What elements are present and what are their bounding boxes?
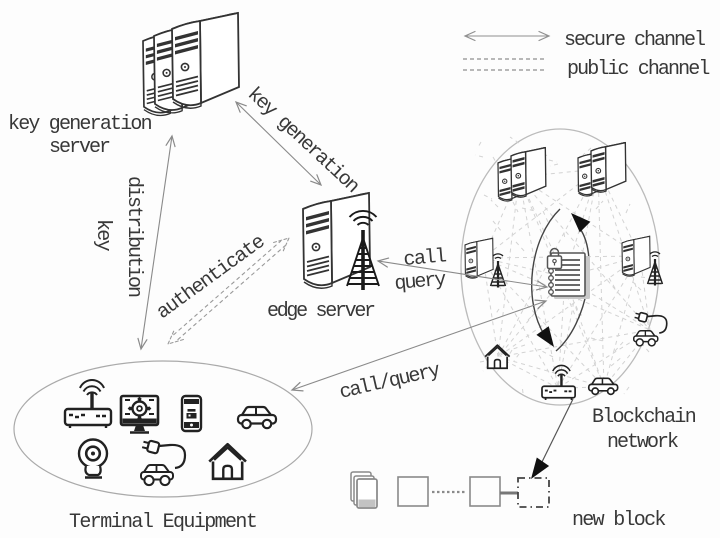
svg-text:edge server: edge server [267, 300, 375, 323]
svg-text:secure channel: secure channel [564, 29, 705, 52]
svg-text:key generation: key generation [8, 113, 152, 136]
svg-text:network: network [607, 431, 678, 454]
svg-text:key: key [91, 219, 114, 252]
svg-text:new block: new block [572, 509, 665, 532]
svg-text:query: query [394, 269, 448, 296]
svg-text:distribution: distribution [122, 176, 145, 297]
svg-text:server: server [49, 136, 110, 159]
svg-text:Blockchain: Blockchain [592, 406, 696, 429]
svg-text:Terminal Equipment: Terminal Equipment [69, 511, 256, 534]
svg-text:call: call [403, 245, 447, 272]
svg-text:public channel: public channel [567, 58, 709, 81]
